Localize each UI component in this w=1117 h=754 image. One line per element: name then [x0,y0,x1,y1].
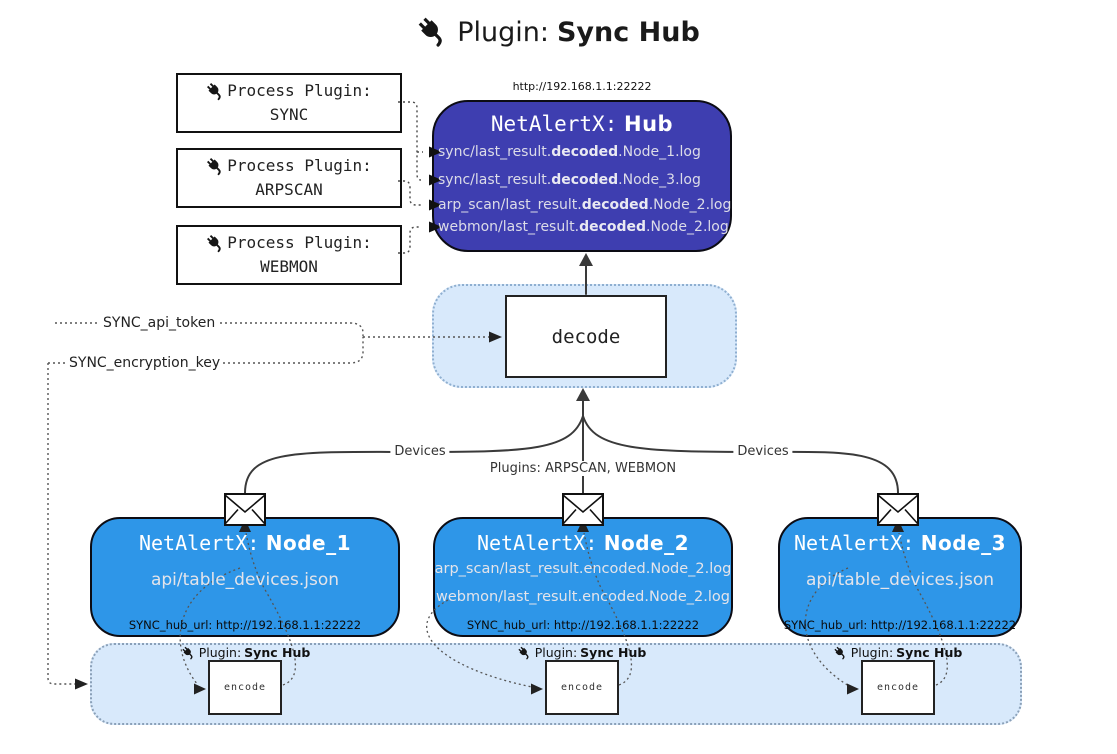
hub-box [432,100,732,252]
plug-icon [417,16,449,48]
encode-box-3: encode [861,660,935,715]
edge-label-plugins: Plugins: ARPSCAN, WEBMON [485,461,681,476]
node-1-file: api/table_devices.json [150,570,340,590]
hub-log-line: arp_scan/last_result.decoded.Node_2.log [438,197,732,213]
arrowhead-into-hub [579,253,593,266]
hub-log-line: sync/last_result.decoded.Node_1.log [438,144,701,160]
node-2-file: arp_scan/last_result.encoded.Node_2.log [434,561,732,577]
arrowhead-into-decode-container [576,388,590,401]
edge-label-devices-right: Devices [733,444,793,459]
encoder-2-label: Plugin: Sync Hub [518,645,646,660]
hub-url: http://192.168.1.1:22222 [512,80,652,93]
envelope-icon [877,493,919,526]
node-3-title: NetAlertX: Node_3 [793,531,1007,555]
page-title-name: Sync Hub [556,16,700,48]
hub-log-line: webmon/last_result.decoded.Node_2.log [438,219,729,235]
hub-log-line: sync/last_result.decoded.Node_3.log [438,172,701,188]
page-title-prefix: Plugin: [457,16,549,48]
config-to-encode-wire [47,363,75,685]
encoder-1-label: Plugin: Sync Hub [182,645,310,660]
process-plugin-sync-box: Process Plugin: SYNC [176,73,402,133]
sync-encryption-key-label: SYNC_encryption_key [66,355,224,371]
encoder-3-label: Plugin: Sync Hub [834,645,962,660]
node-2-file: webmon/last_result.encoded.Node_2.log [435,589,730,605]
hub-title-name: Hub [624,112,674,136]
process-plugin-name: ARPSCAN [255,180,323,199]
envelope-icon [224,493,266,526]
node-3-file: api/table_devices.json [805,570,995,590]
sync-api-token-label: SYNC_api_token [100,315,219,331]
plug-icon [206,82,225,101]
node-2-footer: SYNC_hub_url: http://192.168.1.1:22222 [466,618,700,632]
node-3-footer: SYNC_hub_url: http://192.168.1.1:22222 [783,618,1017,632]
arrowhead-into-encode-container [75,678,88,690]
plug-icon [518,646,532,660]
plug-icon [834,646,848,660]
plug-icon [206,157,225,176]
process-plugin-name: WEBMON [260,257,318,276]
envelope-icon [562,493,604,526]
node-1-title: NetAlertX: Node_1 [138,531,352,555]
plug-icon [182,646,196,660]
plug-icon [206,234,225,253]
encode-box-1: encode [208,660,282,715]
process-plugin-arpscan-box: Process Plugin: ARPSCAN [176,148,402,208]
edge-label-devices-left: Devices [390,444,450,459]
hub-title-prefix: NetAlertX: [490,112,618,136]
decode-box: decode [505,295,667,378]
hub-title: NetAlertX: Hub [432,112,732,136]
process-plugin-label: Process Plugin: [227,81,372,100]
page-title: Plugin: Sync Hub [0,16,1117,48]
process-plugin-label: Process Plugin: [227,233,372,252]
process-plugin-webmon-box: Process Plugin: WEBMON [176,225,402,285]
process-plugin-label: Process Plugin: [227,156,372,175]
node-2-title: NetAlertX: Node_2 [476,531,690,555]
encode-box-2: encode [545,660,619,715]
node-1-box [90,517,400,637]
process-plugin-name: SYNC [269,105,309,124]
node-1-footer: SYNC_hub_url: http://192.168.1.1:22222 [128,618,362,632]
